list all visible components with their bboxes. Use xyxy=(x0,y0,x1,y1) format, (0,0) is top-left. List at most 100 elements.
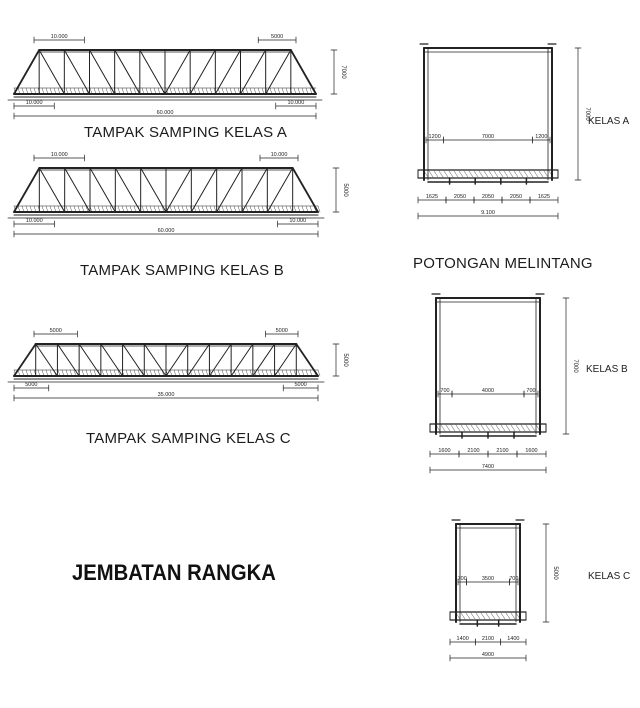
railing-post xyxy=(265,369,269,377)
railing-post xyxy=(173,87,177,95)
railing-post xyxy=(57,369,61,377)
railing-post xyxy=(149,87,153,95)
railing-post xyxy=(305,87,309,95)
deck-hatch xyxy=(510,424,516,432)
railing-post xyxy=(121,205,125,213)
railing-post xyxy=(13,369,17,377)
dim-clearance: 1200 xyxy=(535,134,547,140)
railing-post xyxy=(205,369,209,377)
railing-post xyxy=(141,205,145,213)
deck-hatch xyxy=(505,424,511,432)
dim-bottom: 1625 xyxy=(538,194,550,200)
railing-post xyxy=(21,369,25,377)
railing-post xyxy=(201,369,205,377)
deck-hatch xyxy=(538,170,544,178)
railing-post xyxy=(273,87,277,95)
railing-post xyxy=(37,205,41,213)
railing-post xyxy=(105,87,109,95)
railing-post xyxy=(125,205,129,213)
railing-post xyxy=(253,205,257,213)
railing-post xyxy=(73,87,77,95)
dim-bottom-left: 10.000 xyxy=(26,218,43,224)
dim-height: 5000 xyxy=(342,183,348,197)
railing-post xyxy=(265,87,269,95)
railing-post xyxy=(317,205,321,213)
dim-bottom: 1400 xyxy=(457,636,469,642)
end-post xyxy=(13,49,41,95)
caption-side-view-b: TAMPAK SAMPING KELAS B xyxy=(80,262,284,279)
railing-post xyxy=(249,87,253,95)
dim-top-right: 5000 xyxy=(271,34,283,40)
railing-post xyxy=(261,369,265,377)
deck-hatch xyxy=(513,170,519,178)
diagonal-member xyxy=(240,49,267,95)
railing-post xyxy=(29,87,33,95)
railing-post xyxy=(161,87,165,95)
railing-post xyxy=(21,87,25,95)
dim-top-right: 5000 xyxy=(276,328,288,334)
caption-cross-section: POTONGAN MELINTANG xyxy=(413,255,593,272)
railing-post xyxy=(21,205,25,213)
railing-post xyxy=(245,87,249,95)
dim-bottom: 2050 xyxy=(454,194,466,200)
railing-post xyxy=(65,205,69,213)
dim-clearance: 1200 xyxy=(429,134,441,140)
dim-total-width: 9.100 xyxy=(481,210,495,216)
railing-post xyxy=(97,87,101,95)
railing-post xyxy=(109,369,113,377)
railing-post xyxy=(217,87,221,95)
railing-post xyxy=(193,205,197,213)
railing-post xyxy=(133,87,137,95)
railing-post xyxy=(141,369,145,377)
railing-post xyxy=(33,205,37,213)
deck-hatch xyxy=(500,612,506,620)
railing-post xyxy=(61,369,65,377)
deck-hatch xyxy=(465,612,471,620)
diagonal-member xyxy=(143,343,167,377)
railing-post xyxy=(309,205,313,213)
dim-bottom: 2050 xyxy=(482,194,494,200)
railing-post xyxy=(85,87,89,95)
railing-post xyxy=(17,87,21,95)
railing-post xyxy=(61,87,65,95)
diagonal-member xyxy=(114,49,141,95)
diagonal-member xyxy=(89,49,116,95)
railing-post xyxy=(185,87,189,95)
railing-post xyxy=(37,369,41,377)
railing-post xyxy=(269,87,273,95)
railing-post xyxy=(45,87,49,95)
deck-hatch xyxy=(455,612,461,620)
railing-post xyxy=(41,87,45,95)
diagonal-member xyxy=(266,167,294,213)
railing-post xyxy=(49,369,53,377)
deck-hatch xyxy=(458,170,464,178)
railing-post xyxy=(145,205,149,213)
railing-post xyxy=(169,369,173,377)
railing-post xyxy=(61,205,65,213)
railing-post xyxy=(153,87,157,95)
railing-post xyxy=(45,369,49,377)
railing-post xyxy=(285,87,289,95)
railing-post xyxy=(93,369,97,377)
railing-post xyxy=(209,369,213,377)
railing-post xyxy=(105,369,109,377)
deck-hatch xyxy=(530,424,536,432)
deck-hatch xyxy=(505,612,511,620)
deck-hatch xyxy=(438,170,444,178)
dim-top-left: 10.000 xyxy=(51,34,68,40)
railing-post xyxy=(97,205,101,213)
railing-post xyxy=(53,369,57,377)
diagonal-member xyxy=(187,343,210,377)
diagonal-member xyxy=(164,49,191,95)
deck-hatch xyxy=(528,170,534,178)
deck-hatch xyxy=(535,424,541,432)
railing-post xyxy=(169,87,173,95)
railing-post xyxy=(177,87,181,95)
railing-post xyxy=(133,369,137,377)
railing-post xyxy=(285,205,289,213)
dim-height: 7000 xyxy=(584,107,590,121)
railing-post xyxy=(253,369,257,377)
